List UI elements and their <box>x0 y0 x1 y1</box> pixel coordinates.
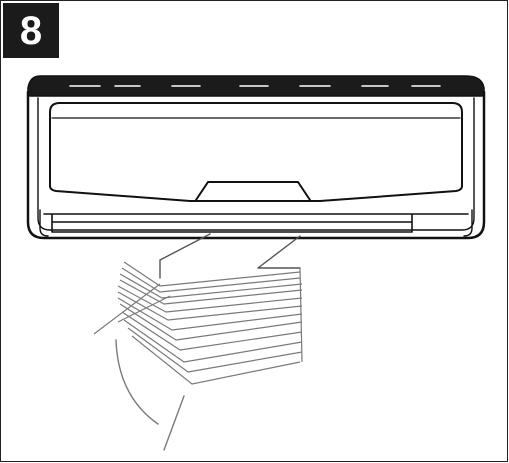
airflow-swing-stack <box>93 261 303 385</box>
indoor-unit <box>26 75 486 240</box>
unit-right-corner <box>463 209 473 237</box>
airflow-lines <box>159 233 301 279</box>
front-panel <box>49 102 463 202</box>
step-badge: 8 <box>3 3 59 58</box>
unit-inner-body <box>37 97 475 231</box>
airflow-right-line <box>257 235 301 269</box>
air-outlet-louver <box>43 213 469 233</box>
swing-arc <box>115 339 159 425</box>
swing-range-arrow <box>115 339 185 451</box>
unit-outer-body <box>26 90 486 240</box>
display-window <box>195 181 311 201</box>
step-number: 8 <box>19 8 43 53</box>
airflow-left-line <box>159 233 211 279</box>
unit-left-corner <box>39 209 49 237</box>
swing-arrow-line <box>163 395 185 451</box>
